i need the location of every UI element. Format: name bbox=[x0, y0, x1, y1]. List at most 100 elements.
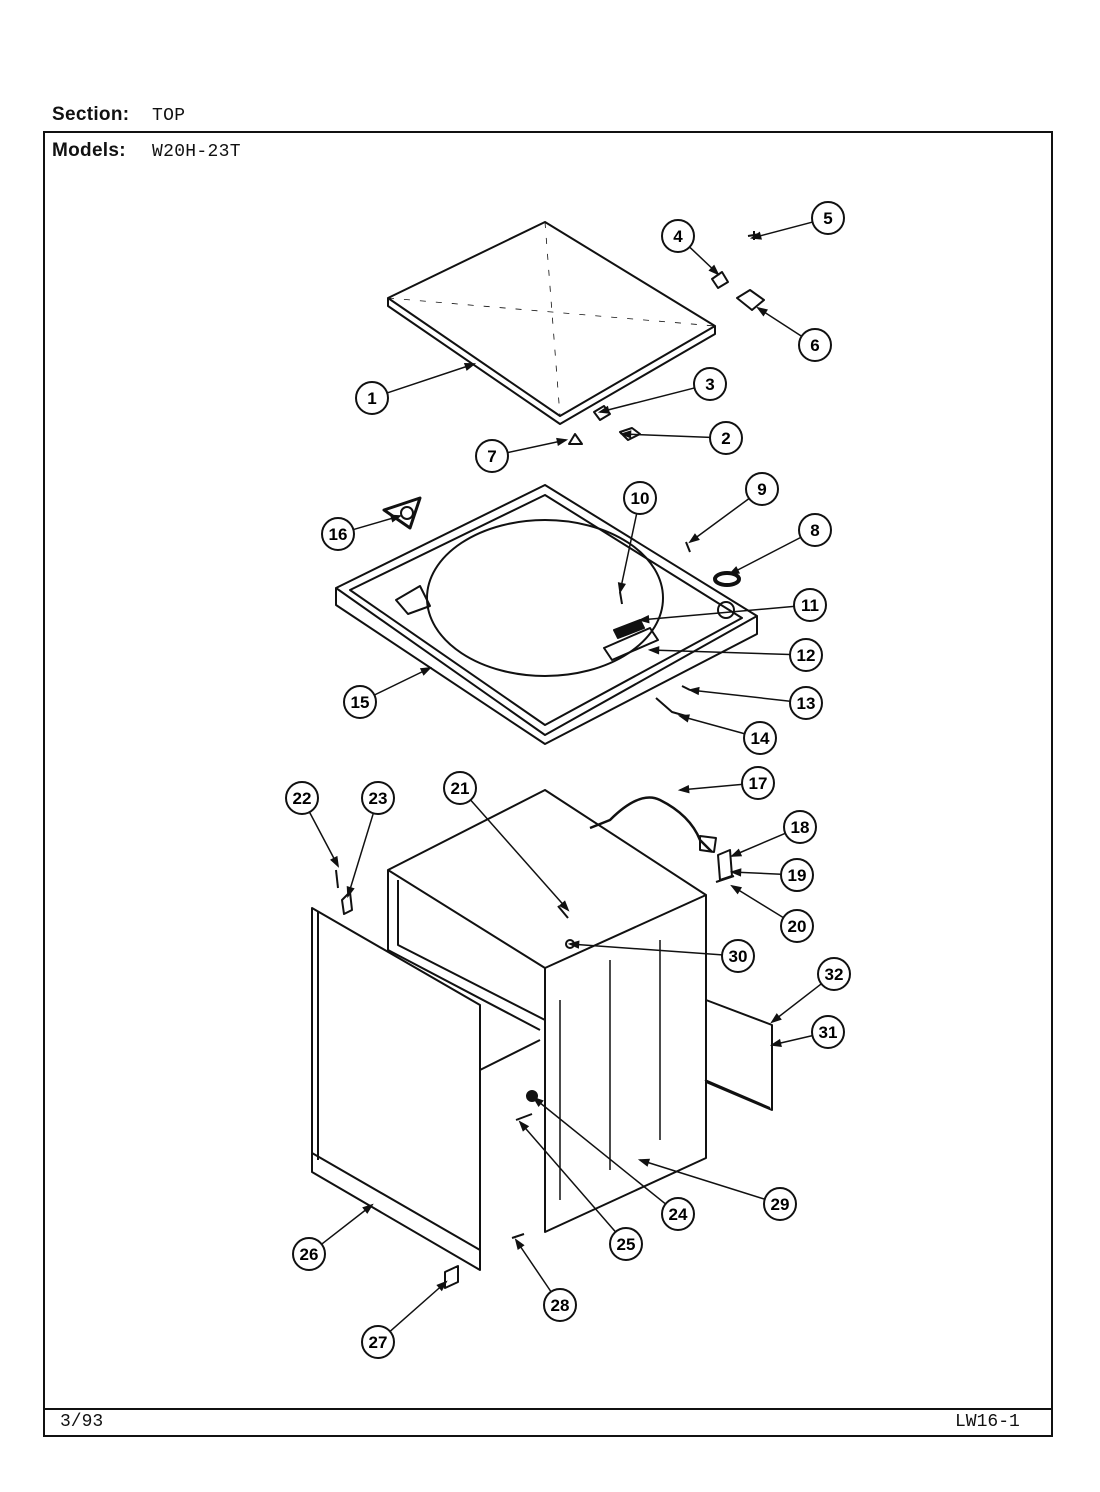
callout-circle bbox=[798, 328, 832, 362]
callout-number: 14 bbox=[751, 729, 770, 748]
callout-17: 17 bbox=[741, 766, 775, 800]
callout-circle bbox=[793, 588, 827, 622]
callout-circle bbox=[285, 781, 319, 815]
callout-circle bbox=[343, 685, 377, 719]
callout-number: 5 bbox=[823, 209, 832, 228]
leader-arrow-31 bbox=[769, 1038, 782, 1047]
leader-arrow-10 bbox=[617, 582, 626, 595]
top-cover-hardware bbox=[613, 541, 741, 717]
models-header: Models: W20H-23T bbox=[52, 140, 241, 162]
callout-number: 15 bbox=[351, 693, 370, 712]
leader-lines bbox=[308, 221, 822, 1332]
callout-circle bbox=[543, 1288, 577, 1322]
callout-number: 26 bbox=[300, 1245, 319, 1264]
leader-line-14 bbox=[679, 715, 745, 735]
leader-arrow-28 bbox=[514, 1238, 525, 1250]
models-label: Models: bbox=[52, 140, 126, 161]
leader-line-12 bbox=[649, 649, 791, 656]
leader-arrow-11 bbox=[637, 615, 650, 624]
callout-number: 4 bbox=[673, 227, 683, 246]
leader-line-8 bbox=[729, 536, 802, 575]
callout-21: 21 bbox=[443, 771, 477, 805]
callout-circle bbox=[798, 513, 832, 547]
callout-number: 32 bbox=[825, 965, 844, 984]
callout-30: 30 bbox=[721, 939, 755, 973]
leader-arrow-29 bbox=[637, 1158, 651, 1167]
leader-line-27 bbox=[389, 1281, 447, 1332]
callout-number: 21 bbox=[451, 779, 470, 798]
callout-circle bbox=[721, 939, 755, 973]
callout-number: 6 bbox=[810, 336, 819, 355]
callout-26: 26 bbox=[292, 1237, 326, 1271]
callout-27: 27 bbox=[361, 1325, 395, 1359]
callout-18: 18 bbox=[783, 810, 817, 844]
callout-number: 19 bbox=[788, 866, 807, 885]
callout-3: 3 bbox=[693, 367, 727, 401]
callout-number: 13 bbox=[797, 694, 816, 713]
callout-number: 20 bbox=[788, 917, 807, 936]
leader-line-18 bbox=[731, 832, 786, 857]
leader-line-26 bbox=[321, 1204, 373, 1245]
callout-circle bbox=[817, 957, 851, 991]
callout-6: 6 bbox=[798, 328, 832, 362]
power-cord-part bbox=[589, 796, 717, 853]
leader-arrow-32 bbox=[770, 1013, 782, 1024]
callout-1: 1 bbox=[355, 381, 389, 415]
leader-arrow-3 bbox=[597, 405, 610, 414]
leader-line-7 bbox=[507, 439, 567, 454]
callout-circle bbox=[361, 1325, 395, 1359]
callout-circle bbox=[709, 421, 743, 455]
leader-arrow-24 bbox=[532, 1096, 544, 1108]
leader-line-10 bbox=[619, 513, 638, 593]
lid-part bbox=[387, 221, 716, 425]
leader-arrow-26 bbox=[362, 1203, 374, 1214]
callout-circle bbox=[789, 638, 823, 672]
callout-number: 28 bbox=[551, 1296, 570, 1315]
footer-divider bbox=[43, 1408, 1053, 1410]
callout-12: 12 bbox=[789, 638, 823, 672]
callout-circle bbox=[609, 1227, 643, 1261]
leader-line-15 bbox=[374, 667, 431, 696]
bracket-parts bbox=[715, 849, 735, 883]
callout-circle bbox=[745, 472, 779, 506]
dispenser-part bbox=[382, 496, 422, 530]
callout-number: 9 bbox=[757, 480, 766, 499]
callout-number: 25 bbox=[617, 1235, 636, 1254]
leader-line-29 bbox=[639, 1159, 765, 1200]
leader-line-23 bbox=[347, 813, 375, 897]
callout-circle bbox=[475, 439, 509, 473]
diagram-frame bbox=[43, 131, 1053, 1437]
leader-arrow-22 bbox=[330, 855, 340, 868]
callout-number: 23 bbox=[369, 789, 388, 808]
callout-5: 5 bbox=[811, 201, 845, 235]
callout-10: 10 bbox=[623, 481, 657, 515]
leader-line-11 bbox=[639, 605, 795, 621]
callout-number: 22 bbox=[293, 789, 312, 808]
callout-number: 31 bbox=[819, 1023, 838, 1042]
callout-circle bbox=[443, 771, 477, 805]
leader-line-9 bbox=[689, 497, 750, 543]
leader-arrow-9 bbox=[688, 533, 700, 544]
callout-number: 30 bbox=[729, 947, 748, 966]
callout-circle bbox=[780, 858, 814, 892]
leader-arrow-20 bbox=[730, 884, 743, 895]
callout-number: 16 bbox=[329, 525, 348, 544]
callout-number: 2 bbox=[721, 429, 730, 448]
leader-arrow-5 bbox=[749, 231, 762, 240]
callout-circle bbox=[789, 686, 823, 720]
callout-15: 15 bbox=[343, 685, 377, 719]
leader-line-5 bbox=[751, 221, 813, 239]
leader-arrow-6 bbox=[756, 306, 768, 317]
callout-7: 7 bbox=[475, 439, 509, 473]
callout-circle bbox=[811, 201, 845, 235]
models-value: W20H-23T bbox=[152, 142, 241, 162]
callout-circle bbox=[292, 1237, 326, 1271]
cabinet-part bbox=[387, 789, 771, 1233]
leader-arrow-21 bbox=[558, 900, 570, 912]
footer-page-code: LW16-1 bbox=[955, 1412, 1020, 1432]
callout-circle bbox=[355, 381, 389, 415]
top-cover-part bbox=[335, 484, 758, 745]
leader-arrow-12 bbox=[647, 646, 660, 655]
callout-circle bbox=[321, 517, 355, 551]
leader-arrow-27 bbox=[436, 1280, 448, 1292]
